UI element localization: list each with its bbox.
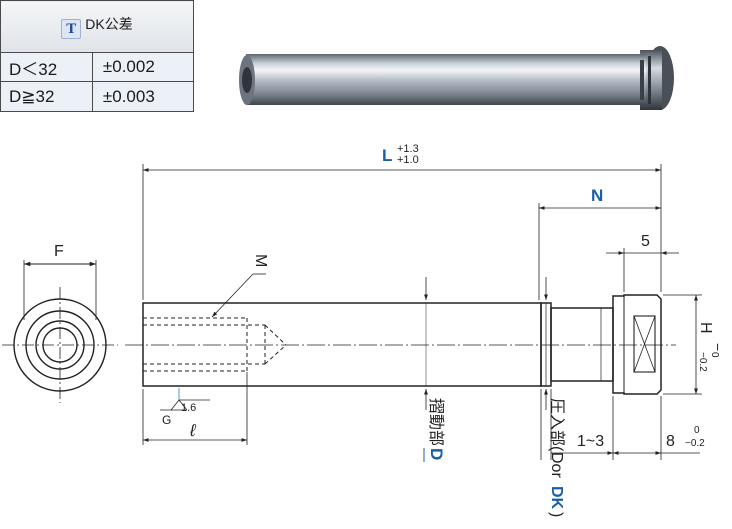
dim-L-lower-tol: +1.0 bbox=[397, 154, 419, 166]
table-row: D≧32 ±0.003 bbox=[0, 81, 195, 112]
roughness-value: 1.6 bbox=[181, 402, 196, 414]
dim-H-dash: − bbox=[710, 343, 726, 351]
dimension-lines bbox=[142, 164, 702, 460]
press-fit-paren-open: ( bbox=[548, 446, 565, 452]
dim-M-label: M bbox=[252, 254, 269, 267]
dim-H-lower-tol: −0.2 bbox=[697, 352, 708, 372]
dim-H-label: H bbox=[697, 322, 714, 334]
dim-L-label: L bbox=[382, 146, 392, 165]
dim-ell-label: ℓ bbox=[189, 421, 196, 440]
roughness-G-label: G bbox=[162, 413, 171, 427]
dim-8-lower-tol: −0.2 bbox=[685, 438, 705, 449]
dim-H-upper-tol: 0 bbox=[709, 352, 720, 358]
dim-8-upper-tol: 0 bbox=[694, 425, 700, 436]
dim-N-label: N bbox=[591, 186, 603, 205]
press-fit-D-or: Dor bbox=[548, 452, 565, 478]
dim-range-label: 1~3 bbox=[577, 433, 604, 450]
drawing-labels: L +1.3 +1.0 N 5 F M H − 0 −0.2 8 0 −0.2 … bbox=[54, 143, 726, 517]
condition-cell: D≧32 bbox=[0, 81, 93, 112]
dim-L-upper-tol: +1.3 bbox=[397, 143, 419, 155]
dim-5-label: 5 bbox=[641, 233, 650, 250]
condition-cell: D＜32 bbox=[0, 51, 93, 83]
press-fit-label: 圧入部 bbox=[548, 398, 567, 446]
sliding-part-D: D bbox=[427, 448, 446, 460]
product-photo bbox=[239, 46, 674, 110]
end-view bbox=[2, 260, 118, 403]
tolerance-cell: ±0.002 bbox=[91, 51, 195, 83]
t-badge-icon: T bbox=[61, 18, 82, 39]
side-view bbox=[125, 294, 676, 395]
dim-F-label: F bbox=[54, 243, 64, 260]
press-fit-paren-close: ) bbox=[548, 512, 565, 517]
tolerance-cell: ±0.003 bbox=[91, 81, 195, 112]
press-fit-DK: DK bbox=[548, 486, 565, 510]
dim-8-label: 8 bbox=[666, 433, 675, 450]
sliding-part-label: 摺動部 bbox=[427, 398, 446, 446]
table-row: D＜32 ±0.002 bbox=[0, 51, 195, 83]
table-title: DK公差 bbox=[85, 15, 133, 32]
